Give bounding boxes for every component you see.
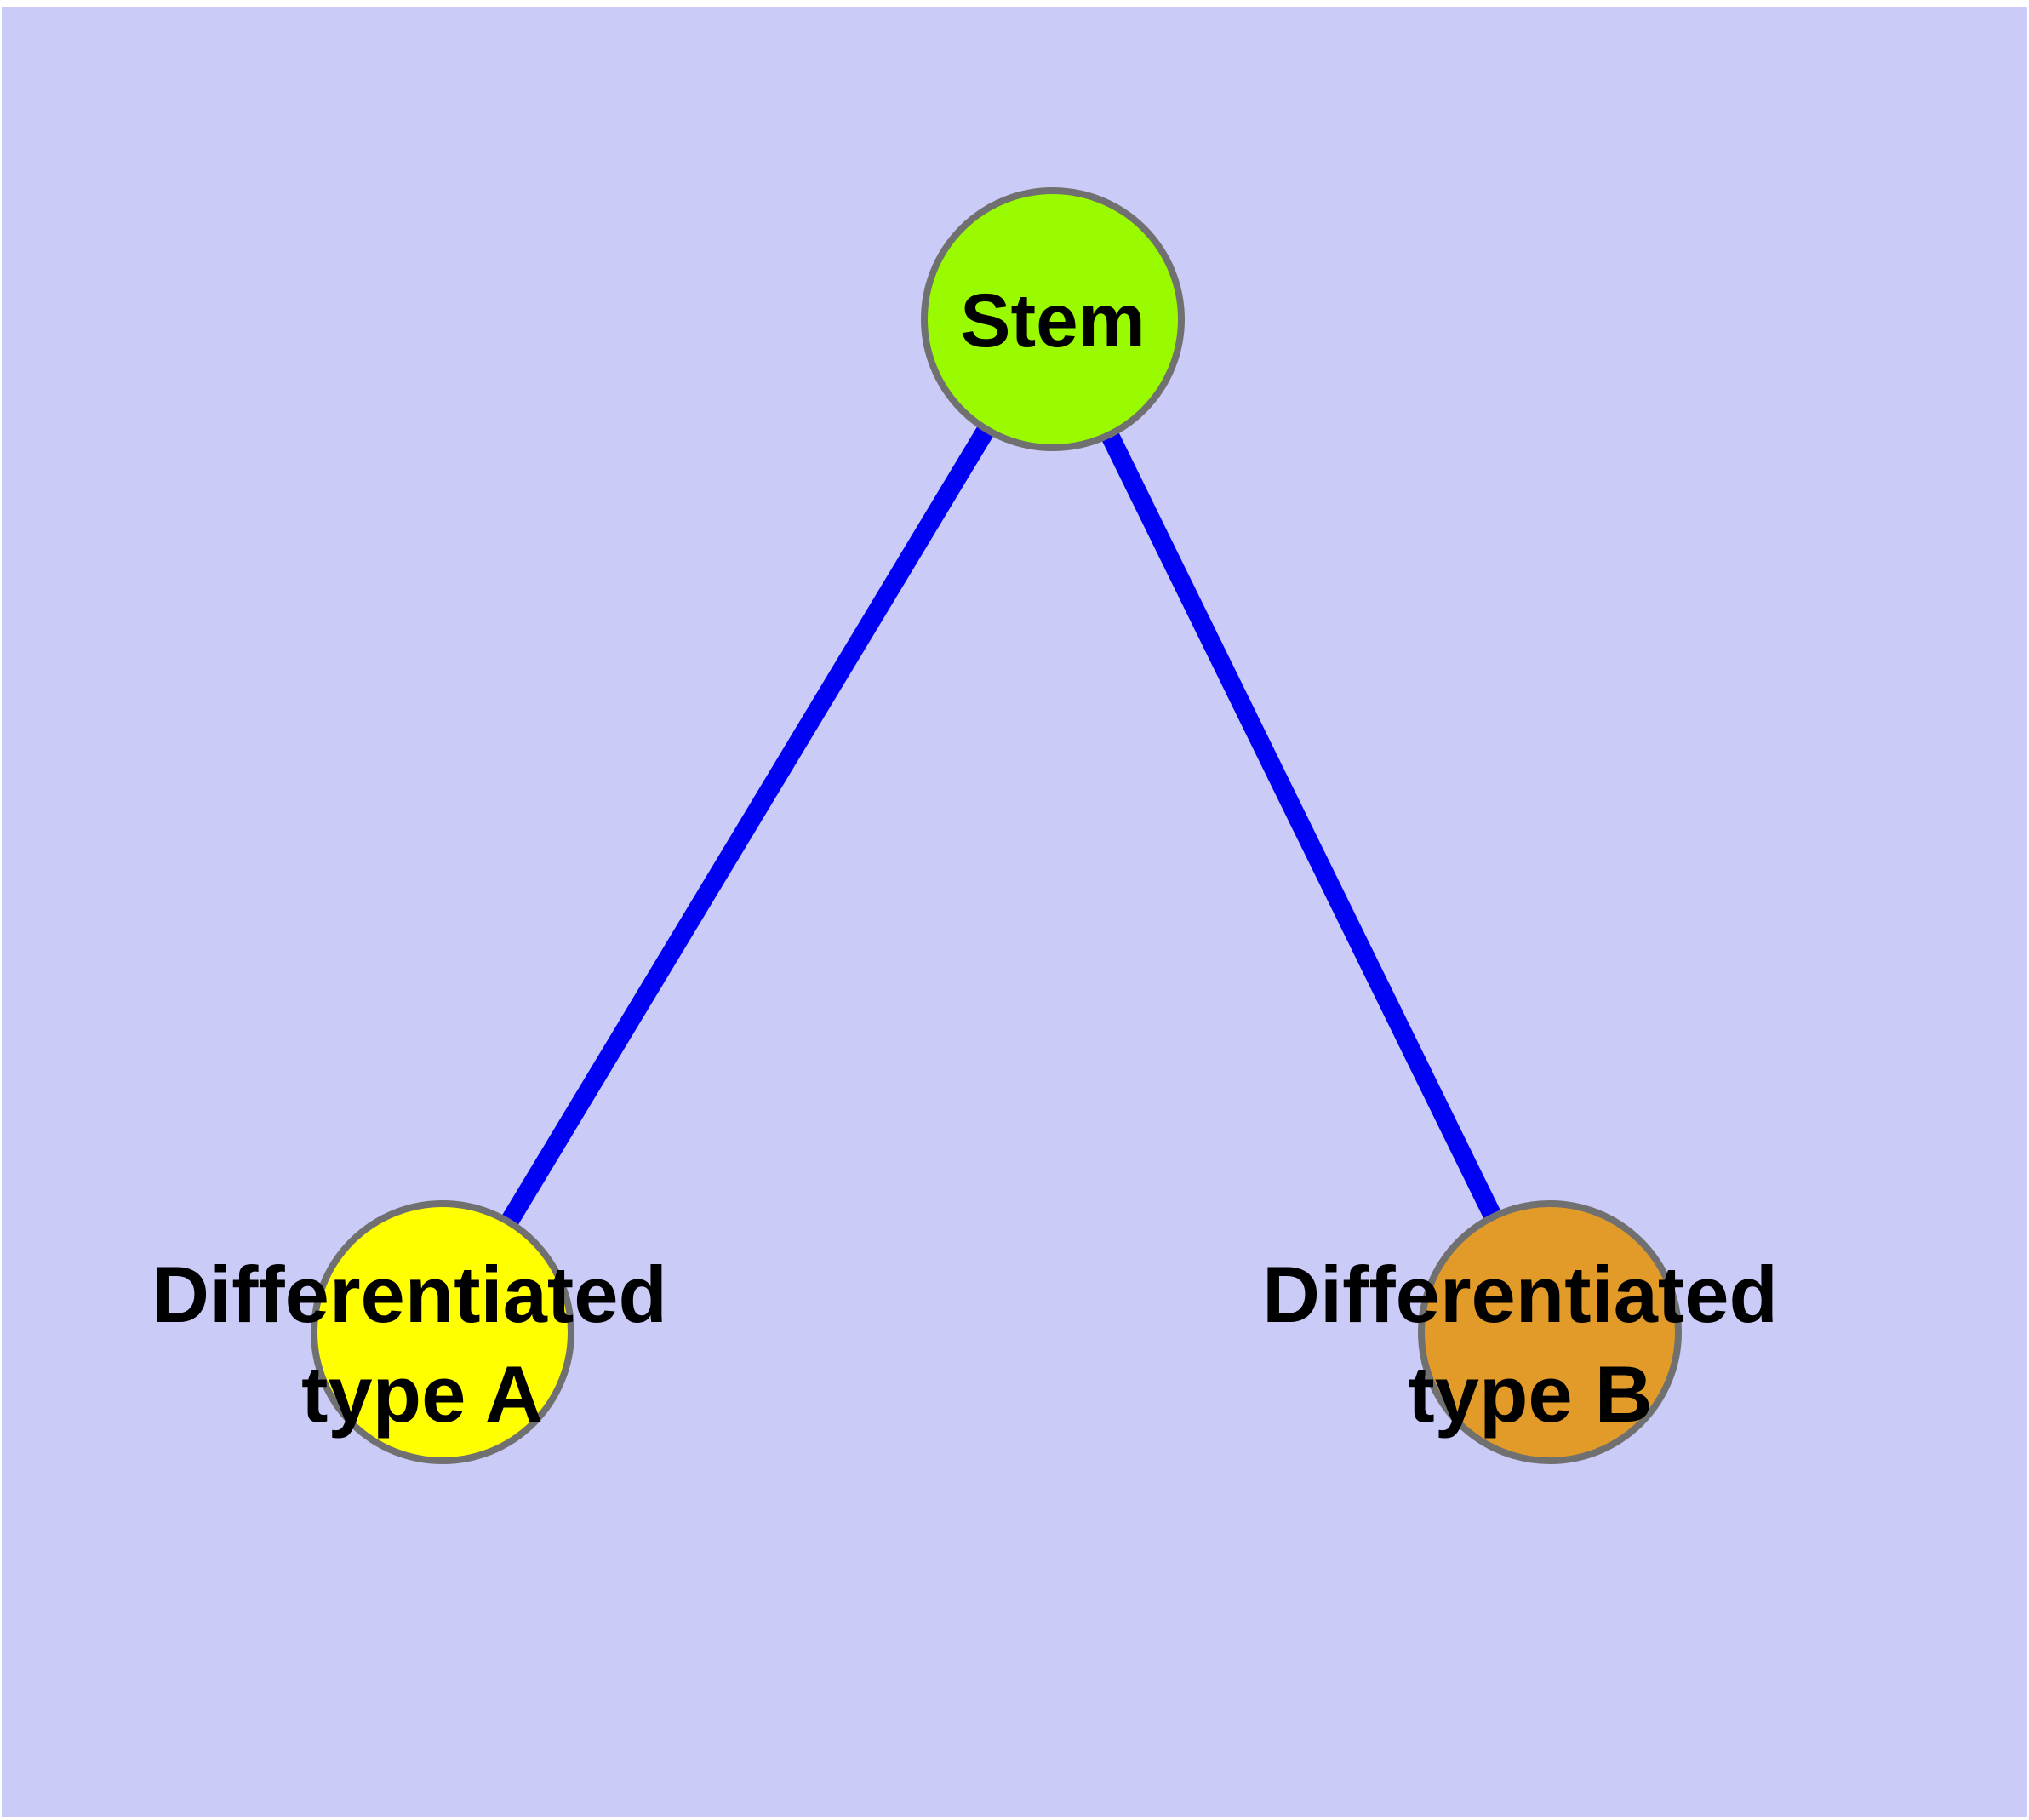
edge-stem-to-type-a (434, 314, 1061, 1337)
node-stem-label: Stem (960, 278, 1146, 363)
node-differentiated-type-b: Differentiated type B (1262, 1200, 1778, 1464)
node-stem-circle (921, 187, 1185, 451)
node-type-b-label-line-1: Differentiated (1262, 1250, 1778, 1339)
node-type-a-label-line-1: Differentiated (151, 1250, 667, 1339)
edge-group (434, 314, 1558, 1337)
node-differentiated-type-a: Differentiated type A (151, 1200, 667, 1464)
edge-stem-to-type-b (1044, 315, 1558, 1336)
node-type-a-label-line-2: type A (301, 1349, 543, 1439)
node-type-b-label-line-2: type B (1408, 1349, 1652, 1439)
node-type-a-circle (311, 1200, 574, 1464)
node-stem: Stem (921, 187, 1185, 451)
node-type-b-circle (1418, 1200, 1682, 1464)
